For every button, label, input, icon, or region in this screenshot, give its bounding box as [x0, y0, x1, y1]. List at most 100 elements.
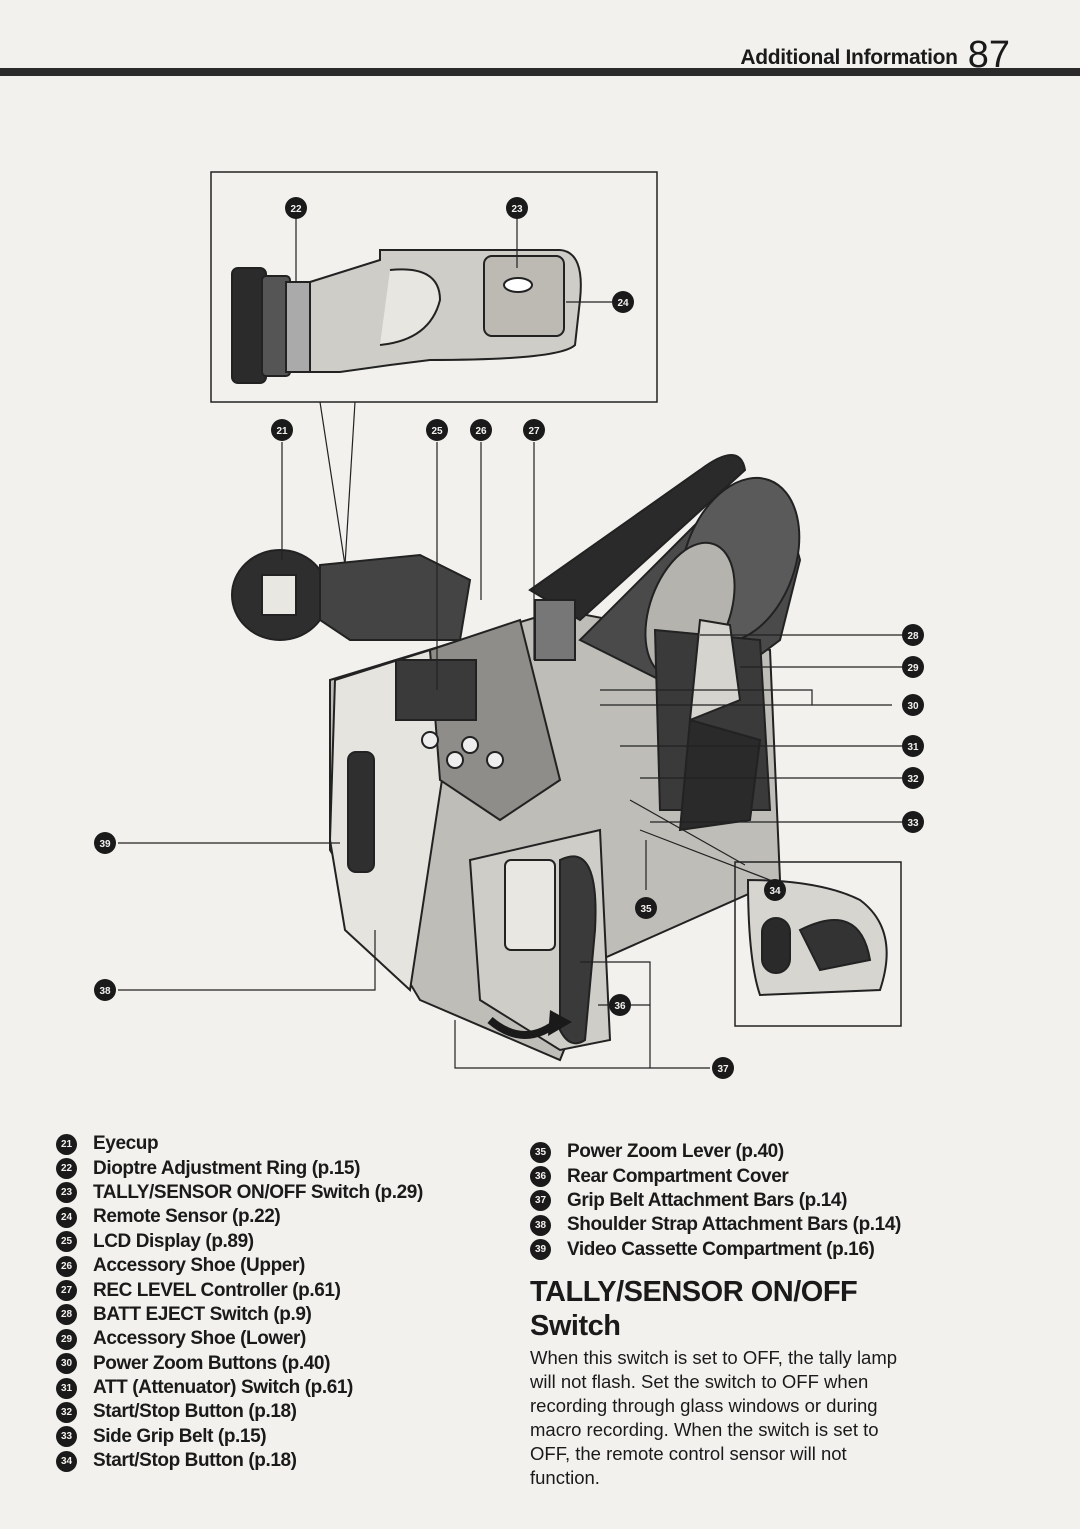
part-number-badge: 37 [530, 1190, 551, 1212]
part-label: Power Zoom Buttons (p.40) [93, 1352, 331, 1374]
part-number-badge: 29 [56, 1328, 77, 1350]
callout-22: 22 [285, 197, 307, 219]
callout-34: 34 [764, 879, 786, 901]
part-number-badge: 27 [56, 1280, 77, 1302]
section-title: TALLY/SENSOR ON/OFF Switch [530, 1276, 858, 1342]
callout-29: 29 [902, 656, 924, 678]
part-item: 33 Side Grip Belt (p.15) [56, 1425, 496, 1449]
svg-text:23: 23 [511, 204, 523, 215]
part-label: Video Cassette Compartment (p.16) [567, 1238, 875, 1260]
part-label: LCD Display (p.89) [93, 1230, 254, 1252]
svg-text:39: 39 [99, 839, 111, 850]
svg-text:32: 32 [907, 774, 919, 785]
parts-list-right: 35 Power Zoom Lever (p.40) 36 Rear Compart… [530, 1140, 1050, 1262]
part-number-badge: 35 [530, 1141, 551, 1163]
part-item: 34 Start/Stop Button (p.18) [56, 1449, 496, 1473]
svg-text:24: 24 [617, 298, 629, 309]
part-label: Remote Sensor (p.22) [93, 1206, 281, 1228]
svg-text:33: 33 [907, 818, 919, 829]
header-rule [0, 68, 1080, 76]
part-item: 30 Power Zoom Buttons (p.40) [56, 1352, 496, 1376]
svg-text:30: 30 [907, 701, 919, 712]
page-header: Additional Information 87 [740, 30, 1010, 74]
part-number-badge: 28 [56, 1304, 77, 1326]
callout-23: 23 [506, 197, 528, 219]
page-number: 87 [967, 34, 1010, 76]
part-label: Eyecup [93, 1133, 159, 1155]
viewfinder-illustration [231, 249, 582, 384]
part-number-badge: 21 [56, 1133, 77, 1155]
svg-text:36: 36 [614, 1001, 626, 1012]
callout-24: 24 [612, 291, 634, 313]
callout-32: 32 [902, 767, 924, 789]
part-item: 39 Video Cassette Compartment (p.16) [530, 1238, 1050, 1262]
part-label: Start/Stop Button (p.18) [93, 1401, 297, 1423]
part-number-badge: 36 [530, 1166, 551, 1188]
part-label: Accessory Shoe (Lower) [93, 1328, 306, 1350]
part-label: TALLY/SENSOR ON/OFF Switch (p.29) [93, 1181, 423, 1203]
callout-27: 27 [523, 419, 545, 441]
part-item: 36 Rear Compartment Cover [530, 1164, 1050, 1188]
callout-26: 26 [470, 419, 492, 441]
part-item: 24 Remote Sensor (p.22) [56, 1205, 496, 1229]
svg-text:22: 22 [290, 204, 302, 215]
part-number-badge: 23 [56, 1182, 77, 1204]
part-item: 25 LCD Display (p.89) [56, 1230, 496, 1254]
part-number-badge: 32 [56, 1401, 77, 1423]
grip-inset-frame [734, 861, 902, 1027]
callout-25: 25 [426, 419, 448, 441]
callout-38: 38 [94, 979, 116, 1001]
part-label: Shoulder Strap Attachment Bars (p.14) [567, 1214, 901, 1236]
part-number-badge: 30 [56, 1353, 77, 1375]
part-item: 29 Accessory Shoe (Lower) [56, 1327, 496, 1351]
svg-text:27: 27 [528, 426, 540, 437]
part-number-badge: 24 [56, 1206, 77, 1228]
grip-detail-illustration [746, 878, 888, 997]
callout-28: 28 [902, 624, 924, 646]
svg-text:37: 37 [717, 1064, 729, 1075]
part-label: ATT (Attenuator) Switch (p.61) [93, 1377, 353, 1399]
callout-30: 30 [902, 694, 924, 716]
part-label: Grip Belt Attachment Bars (p.14) [567, 1189, 847, 1211]
part-item: 28 BATT EJECT Switch (p.9) [56, 1303, 496, 1327]
callout-markers: 22 23 24 21 25 26 27 28 29 30 31 32 33 3… [94, 197, 924, 1079]
part-item: 32 Start/Stop Button (p.18) [56, 1400, 496, 1424]
part-label: Power Zoom Lever (p.40) [567, 1141, 784, 1163]
part-number-badge: 34 [56, 1450, 77, 1472]
inset-leader-lines [295, 218, 612, 566]
part-item: 37 Grip Belt Attachment Bars (p.14) [530, 1189, 1050, 1213]
callout-39: 39 [94, 832, 116, 854]
part-item: 23 TALLY/SENSOR ON/OFF Switch (p.29) [56, 1181, 496, 1205]
part-label: BATT EJECT Switch (p.9) [93, 1303, 312, 1325]
part-label: Start/Stop Button (p.18) [93, 1450, 297, 1472]
part-number-badge: 38 [530, 1214, 551, 1236]
svg-text:26: 26 [475, 426, 487, 437]
svg-text:29: 29 [907, 663, 919, 674]
part-number-badge: 33 [56, 1426, 77, 1448]
part-item: 38 Shoulder Strap Attachment Bars (p.14) [530, 1213, 1050, 1237]
part-label: REC LEVEL Controller (p.61) [93, 1279, 341, 1301]
viewfinder-inset-frame [210, 171, 658, 403]
svg-text:31: 31 [907, 742, 919, 753]
part-item: 21 Eyecup [56, 1132, 496, 1156]
part-label: Dioptre Adjustment Ring (p.15) [93, 1157, 361, 1179]
part-number-badge: 39 [530, 1239, 551, 1261]
callout-31: 31 [902, 735, 924, 757]
callout-33: 33 [902, 811, 924, 833]
svg-text:25: 25 [431, 426, 443, 437]
callout-36: 36 [609, 994, 631, 1016]
callout-35: 35 [635, 897, 657, 919]
part-item: 35 Power Zoom Lever (p.40) [530, 1140, 1050, 1164]
callout-37: 37 [712, 1057, 734, 1079]
part-item: 27 REC LEVEL Controller (p.61) [56, 1278, 496, 1302]
part-label: Rear Compartment Cover [567, 1165, 789, 1187]
camcorder-illustration [231, 454, 802, 1062]
part-label: Side Grip Belt (p.15) [93, 1425, 267, 1447]
svg-text:38: 38 [99, 986, 111, 997]
part-number-badge: 25 [56, 1231, 77, 1253]
svg-text:21: 21 [276, 426, 288, 437]
section-body: When this switch is set to OFF, the tall… [530, 1347, 898, 1489]
